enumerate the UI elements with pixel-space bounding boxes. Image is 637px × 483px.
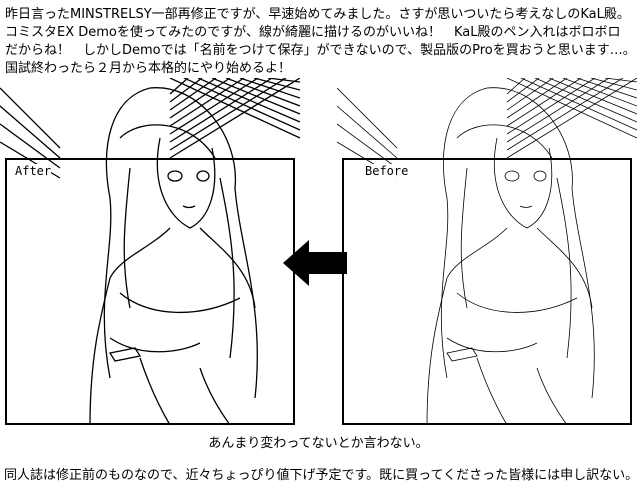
after-label: After bbox=[15, 164, 52, 178]
intro-line: 昨日言ったMINSTRELSY一部再修正ですが、早速始めてみました。さすが思いつ… bbox=[5, 7, 630, 22]
footer-note: 同人誌は修正前のものなので、近々ちょっぴり値下げ予定です。既に買ってくださった皆… bbox=[4, 468, 637, 483]
intro-text: 昨日言ったMINSTRELSY一部再修正ですが、早速始めてみました。さすが思いつ… bbox=[5, 6, 637, 78]
arrow-left-icon bbox=[283, 240, 347, 286]
intro-line: 国試終わったら２月から本格的にやり始めるよ！ bbox=[5, 61, 292, 76]
intro-line: だからね！ しかしDemoでは「名前をつけて保存」ができないので、製品版のPro… bbox=[5, 43, 636, 58]
before-illustration: Before bbox=[337, 78, 637, 428]
intro-line: コミスタEX Demoを使ってみたのですが、線が綺麗に描けるのがいいね！ KaL… bbox=[5, 25, 621, 40]
panel-frame bbox=[5, 158, 295, 425]
girl-line-art bbox=[337, 78, 637, 426]
before-label: Before bbox=[365, 164, 409, 178]
caption: あんまり変わってないとか言わない。 bbox=[208, 436, 429, 451]
after-illustration: After bbox=[0, 78, 300, 428]
panel-frame bbox=[342, 158, 632, 425]
girl-line-art bbox=[0, 78, 300, 426]
